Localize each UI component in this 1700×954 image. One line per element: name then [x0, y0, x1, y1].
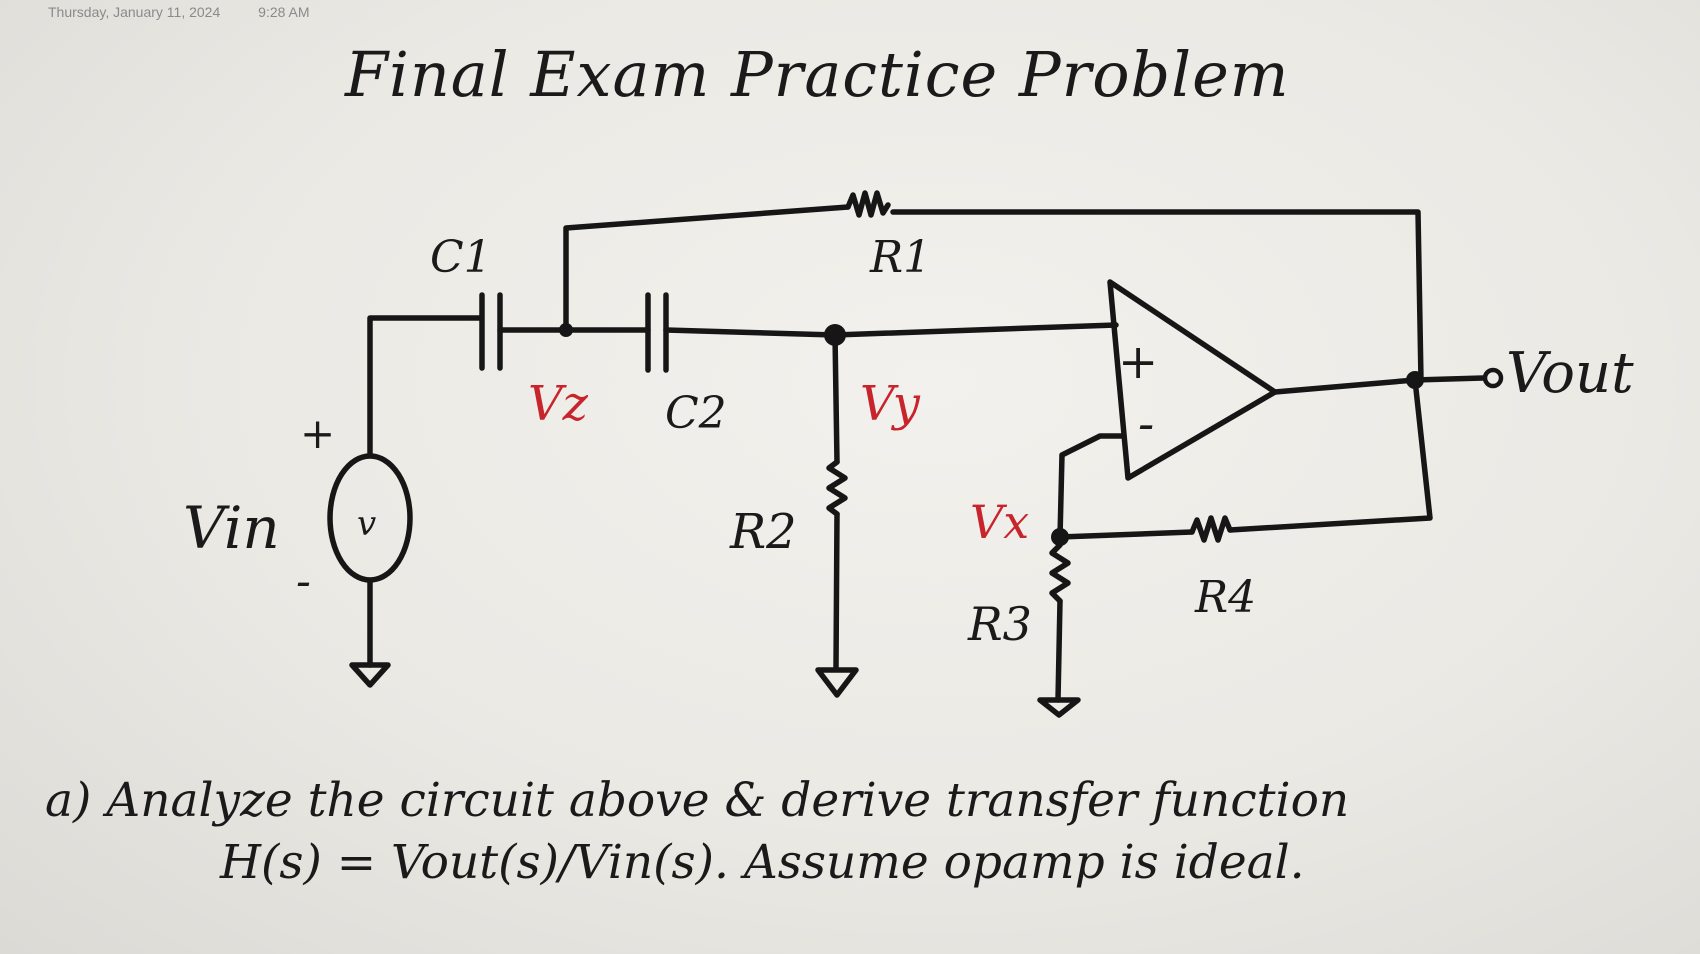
vout-down-wire — [1227, 377, 1433, 533]
opamp-plus-label: + — [1118, 334, 1158, 390]
ground-source — [349, 662, 391, 688]
question-text: a) Analyze the circuit above & derive tr… — [45, 770, 1465, 894]
resistor-r1 — [845, 190, 891, 218]
voltage-source — [327, 453, 413, 583]
r1-right-wire — [890, 209, 1424, 383]
r2-label: R2 — [729, 504, 797, 560]
source-minus-label: - — [296, 556, 311, 607]
c2-to-vy-wire — [663, 327, 838, 338]
capacitor-c1 — [479, 292, 503, 371]
r1-left-wire — [563, 204, 851, 333]
r1-label: R1 — [869, 232, 931, 283]
question-line-1: a) Analyze the circuit above & derive tr… — [45, 773, 1350, 828]
date-text: Thursday, January 11, 2024 — [48, 4, 221, 20]
vout-wire — [1412, 375, 1486, 383]
opamp-output-wire — [1272, 377, 1418, 395]
opamp-minus-label: - — [1138, 396, 1154, 452]
timestamp-header: Thursday, January 11, 2024 9:28 AM — [48, 4, 344, 20]
capacitor-c2 — [645, 292, 669, 373]
r2-bottom-wire — [833, 511, 840, 671]
ground-r3 — [1037, 697, 1081, 718]
r3-label: R3 — [967, 597, 1032, 651]
vx-label: Vx — [970, 495, 1029, 549]
vx-to-inverting-wire — [1057, 433, 1125, 540]
question-line-2: H(s) = Vout(s)/Vin(s). Assume opamp is i… — [220, 835, 1305, 890]
ground-r2 — [815, 667, 859, 698]
time-text: 9:28 AM — [258, 4, 310, 20]
source-top-wire — [367, 315, 483, 458]
vz-label: Vz — [528, 376, 589, 432]
source-symbol-label: v — [357, 504, 376, 544]
source-plus-label: + — [300, 409, 335, 458]
c2-label: C2 — [665, 388, 727, 439]
r4-label: R4 — [1194, 572, 1256, 623]
r4-to-vx-wire — [1057, 529, 1195, 540]
vout-label: Vout — [1506, 341, 1634, 406]
opamp-triangle — [1107, 279, 1278, 481]
vout-terminal — [1482, 367, 1504, 389]
vy-to-opamp-wire — [832, 322, 1119, 338]
c1-label: C1 — [430, 232, 492, 283]
problem-title: Final Exam Practice Problem — [345, 38, 1290, 111]
resistor-r3 — [1049, 542, 1071, 604]
vin-label: Vin — [183, 494, 280, 562]
vy-label: Vy — [860, 376, 921, 432]
resistor-r2 — [826, 459, 848, 517]
r3-bottom-wire — [1055, 598, 1063, 703]
r2-top-wire — [832, 332, 840, 465]
resistor-r4 — [1189, 515, 1233, 543]
